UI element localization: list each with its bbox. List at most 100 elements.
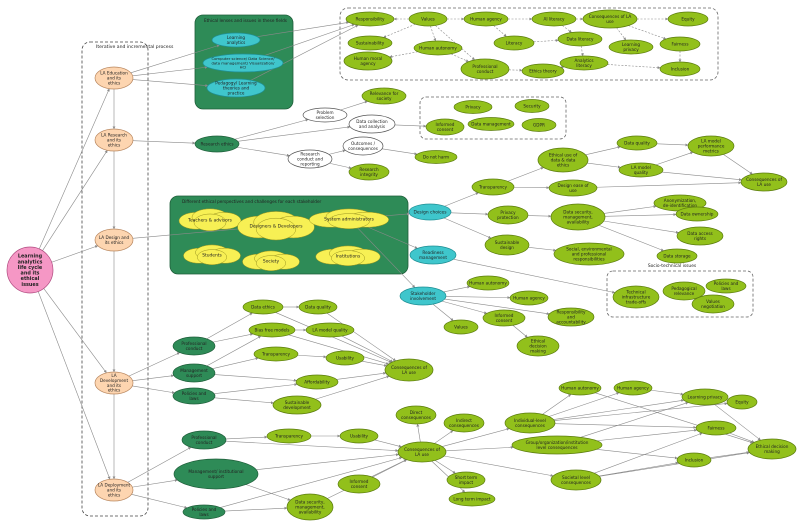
node-long-term-impact-label: Long term impact	[453, 496, 491, 501]
node-human-agency-shape	[509, 290, 549, 306]
node-direct-consequences-shape	[395, 405, 437, 425]
node-research-integrity-shape	[348, 163, 390, 181]
edge-s1-r0	[132, 140, 196, 145]
node-pedagogical-relevance-shape	[662, 281, 706, 301]
node-transparency: Transparency	[471, 178, 515, 196]
node-la-model-quality-label: LA model quality	[312, 327, 348, 332]
edge-eg-eg0	[443, 285, 471, 293]
stakeholder-designers-developers: Designers & Developers	[249, 224, 303, 230]
edge-dv7-dv8	[315, 375, 390, 400]
node-fairness: Fairness	[695, 420, 737, 436]
node-bias-free-models-label: Bias free models	[255, 327, 290, 332]
edge-dc-d2	[443, 217, 492, 239]
node-usability-label: Usability	[336, 355, 355, 360]
edge-dv2-dv8	[288, 334, 390, 365]
edge-d5-d14	[598, 224, 664, 252]
node-professional-conduct-shape	[181, 430, 227, 450]
node-la-deployment-and-its-ethics-shape	[94, 478, 134, 502]
edge-p2-p4	[372, 459, 408, 478]
node-data-security-management-availability-label: Data security,management,availability	[295, 500, 324, 515]
node-gdpr: GDPR	[521, 118, 557, 132]
node-la-development-and-its-ethics-shape	[94, 371, 134, 395]
edge-s0-ef1	[132, 65, 208, 77]
node-analytics-literacy-shape	[559, 55, 609, 71]
edge-p12-p18	[595, 392, 754, 444]
edge-p4-p11	[443, 455, 554, 477]
node-privacy-protection-shape	[487, 205, 529, 225]
edge-s0-ef0	[130, 44, 220, 74]
cloud-institutions: Institutions	[315, 245, 381, 266]
node-data-literacy: Data literacy	[557, 31, 603, 47]
node-data-management-label: Data management	[471, 121, 511, 126]
edge-d5-d11	[603, 205, 657, 214]
edge-p9-p15	[554, 402, 728, 421]
node-human-moral-agency-shape	[343, 51, 393, 71]
node-transparency-shape	[253, 346, 299, 362]
edge-ri6-ri7	[381, 148, 418, 156]
edge-root-s1	[42, 150, 108, 251]
node-learning-analytics-life-cycle-and-its-ethical-issues-shape	[6, 246, 54, 294]
node-ai-literacy-shape	[531, 11, 577, 27]
edge-ec3-ec9	[562, 25, 572, 33]
edge-r0-rs2	[237, 146, 290, 157]
edge-p4-p5	[416, 423, 421, 443]
node-human-agency-shape	[613, 380, 653, 396]
edge-p10-p14	[580, 401, 689, 438]
edge-rs0-ri0	[340, 100, 368, 111]
node-transparency-label: Transparency	[261, 351, 290, 356]
edge-pa0-p0	[225, 435, 268, 440]
node-inclusion: Inclusion	[676, 452, 712, 468]
node-fairness-shape	[659, 36, 701, 52]
node-equity-shape	[726, 394, 758, 410]
edge-s4-pa0	[127, 446, 192, 483]
node-inclusion-label: Inclusion	[685, 457, 704, 462]
node-sustainability-label: Sustainability	[356, 40, 385, 45]
node-transparency-label: Transparency	[478, 184, 507, 189]
edge-s3-da1	[132, 374, 175, 381]
edge-p9-p16	[554, 423, 697, 429]
node-indirect-consequences-shape	[443, 413, 485, 433]
node-do-not-harm: Do not harm	[414, 150, 458, 164]
socio-box	[606, 270, 754, 318]
edge-da2-dv7	[214, 397, 274, 405]
edge-da1-dv6	[214, 374, 297, 382]
edge-eg-eg3	[444, 298, 550, 316]
node-human-autonomy-shape	[466, 275, 510, 291]
edge-da0-dv0	[206, 312, 253, 340]
label-iterative-and-incremental-process: Iterative and incremental process	[96, 44, 174, 50]
node-equity-shape	[667, 11, 709, 27]
node-values-shape	[408, 11, 448, 27]
node-values-label: Values	[421, 16, 435, 21]
node-data-quality: Data quality	[616, 135, 658, 151]
node-la-model-performance-metrics-shape	[687, 135, 735, 157]
node-values: Values	[443, 319, 479, 335]
stakeholder-institutions: Institutions	[336, 254, 361, 260]
edge-d8-d10	[662, 171, 742, 182]
node-research-conduct-and-reporting-shape	[287, 149, 333, 169]
node-data-quality: Data quality	[298, 299, 338, 315]
node-la-research-and-its-ethics-shape	[94, 128, 134, 152]
edge-ec4-ec10	[616, 27, 627, 41]
node-human-autonomy: Human autonomy	[413, 40, 463, 56]
